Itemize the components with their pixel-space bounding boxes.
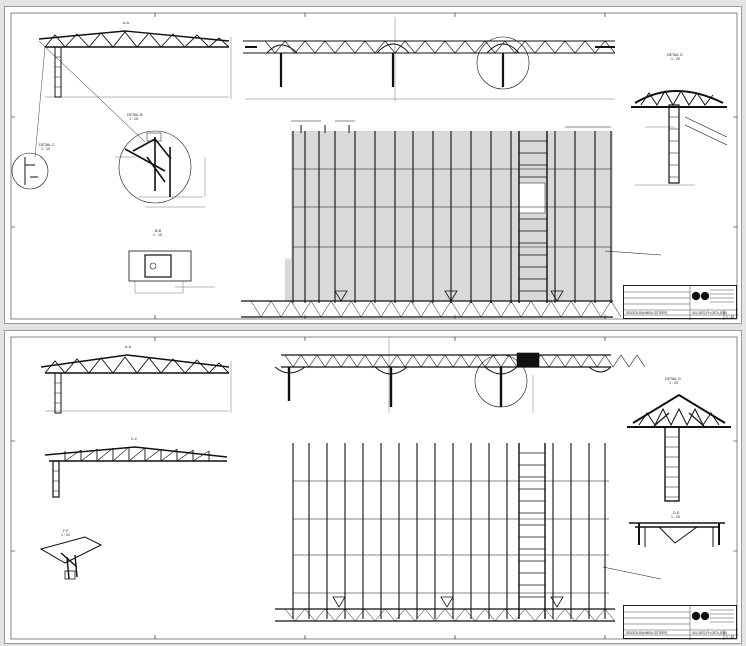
view-label-detail-d-sheet2: DETAIL D	[665, 377, 681, 381]
view-label-detail-c: DETAIL C	[39, 143, 55, 147]
detail-b	[115, 130, 206, 208]
view-scale-detail-d-sheet2: 1 : 20	[669, 381, 678, 385]
view-label-cc: C-C	[131, 437, 138, 441]
drawing-sheet-2: A-A C-C F-F 1 : 20 DETAIL D 1 : 20 D-D 1…	[4, 330, 742, 644]
drawing-number: 001.0870-FH-0870-0049	[692, 631, 727, 635]
title-block-sheet1: SEIDEN-RAHMEN ÖSTERR. 001.0870-FH-0870-0…	[623, 285, 738, 320]
elevation-truss-sheet2	[274, 337, 646, 413]
detail-d-sheet1	[631, 89, 728, 186]
elevation-panels-sheet1	[241, 120, 662, 318]
view-scale-detail-c: 1 : 10	[41, 147, 50, 151]
view-scale-ff: 1 : 20	[61, 533, 70, 537]
view-label-bb: B-B	[155, 229, 161, 233]
section-cc-truss	[44, 446, 228, 498]
sheet-scale: 1 : 40	[726, 315, 734, 319]
section-bb	[128, 250, 215, 294]
elevation-grid-sheet2	[275, 443, 662, 622]
sheet-name: SEIDEN-RAHMEN ÖSTERR.	[626, 631, 668, 635]
view-label-ff: F-F	[63, 529, 69, 533]
view-label-aa: A-A	[123, 21, 129, 25]
section-dd	[629, 522, 725, 547]
detail-ff	[39, 536, 103, 580]
company-logo	[624, 606, 738, 640]
view-label-detail-b: DETAIL B	[127, 113, 143, 117]
elevation-truss-sheet1	[243, 17, 616, 101]
view-scale-dd: 1 : 20	[671, 515, 680, 519]
sheet-scale: 1 : 40	[726, 635, 734, 639]
view-label-aa-sheet2: A-A	[125, 345, 131, 349]
view-scale-bb: 1 : 10	[153, 233, 162, 237]
sheet-2-drawing	[10, 336, 738, 640]
sheet-1-drawing	[10, 12, 738, 320]
title-block-sheet2: SEIDEN-RAHMEN ÖSTERR. 001.0870-FH-0870-0…	[623, 605, 738, 640]
drawing-sheet-1: A-A DETAIL B 1 : 10 DETAIL C 1 : 10 DETA…	[4, 6, 742, 324]
view-scale-detail-d: 1 : 20	[671, 57, 680, 61]
section-aa-truss-sheet2	[40, 354, 232, 414]
sheet-name: SEIDEN-RAHMEN ÖSTERR.	[626, 311, 668, 315]
section-aa-truss	[38, 30, 232, 143]
view-label-dd: D-D	[673, 511, 680, 515]
detail-c	[11, 46, 49, 190]
view-label-detail-d: DETAIL D	[667, 53, 683, 57]
detail-d-sheet2	[627, 393, 731, 502]
company-logo	[624, 286, 738, 320]
view-scale-detail-b: 1 : 10	[129, 117, 138, 121]
drawing-number: 001.0870-FH-0870-0049	[692, 311, 727, 315]
